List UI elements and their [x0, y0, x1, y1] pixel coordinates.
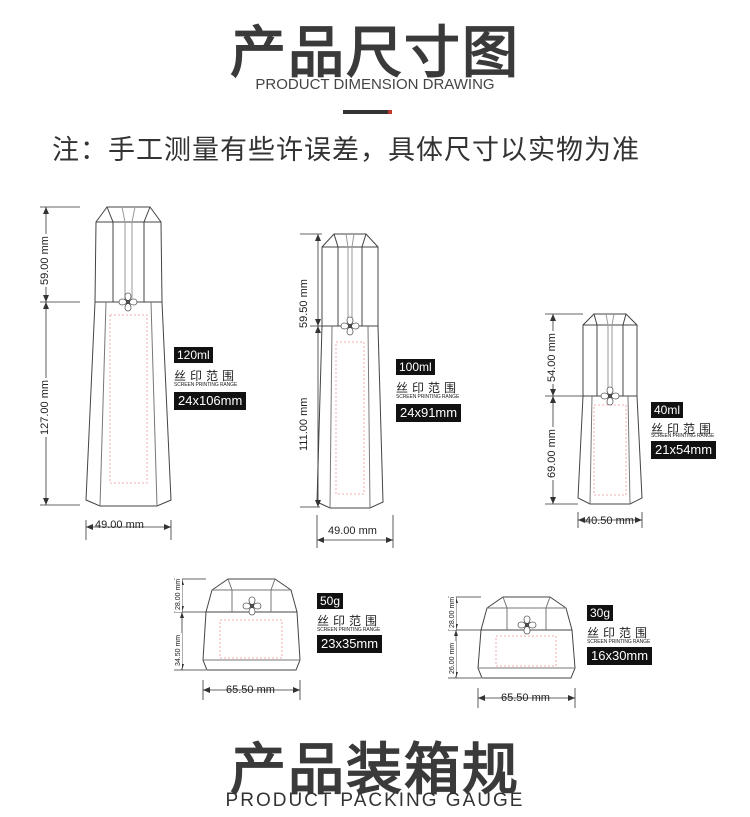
- bottle-40-emblem-icon: [600, 386, 620, 406]
- page-subtitle: PRODUCT DIMENSION DRAWING: [255, 76, 495, 93]
- jar-50-cap-height: 28.00 mm: [175, 576, 182, 612]
- jar-30-print-size: 16x30mm: [587, 647, 653, 665]
- jar-50-print-size: 23x35mm: [317, 635, 383, 653]
- bottle-100-dimension-lines: [300, 233, 394, 548]
- jar-30-emblem-icon: [517, 615, 537, 635]
- jar-50-print-label-en: SCREEN PRINTING RANGE: [317, 627, 381, 633]
- bottle-100-cap-height: 59.50 mm: [298, 277, 310, 330]
- bottle-100-print-label-en: SCREEN PRINTING RANGE: [396, 394, 460, 400]
- title-divider-accent: [388, 110, 392, 114]
- bottle-100-capacity-badge: 100ml: [396, 359, 435, 375]
- bottle-40-cap-height: 54.00 mm: [546, 331, 558, 384]
- bottle-120-body-height: 127.00 mm: [39, 377, 51, 437]
- bottle-100-body-height: 111.00 mm: [298, 395, 310, 453]
- page-title: 产品尺寸图: [230, 21, 520, 86]
- bottle-120-capacity-badge: 120ml: [174, 347, 213, 363]
- measurement-note: 注：手工测量有些许误差，具体尺寸以实物为准: [52, 135, 640, 166]
- bottle-40-print-size: 21x54mm: [651, 441, 717, 459]
- bottle-40-print-label-en: SCREEN PRINTING RANGE: [651, 433, 715, 439]
- bottle-40-dimension-lines: [545, 313, 643, 528]
- bottle-120-print-label-en: SCREEN PRINTING RANGE: [174, 382, 238, 388]
- jar-50-print-label: 丝印范围: [317, 614, 382, 628]
- jar-30-print-label: 丝印范围: [587, 626, 652, 640]
- bottle-100-outline: [316, 233, 384, 509]
- packing-title: 产品装箱规: [230, 738, 520, 803]
- bottle-40-outline: [577, 313, 643, 505]
- jar-30-print-label-en: SCREEN PRINTING RANGE: [587, 639, 651, 645]
- bottle-100-emblem-icon: [340, 316, 360, 336]
- bottle-120-dimension-lines: [40, 206, 172, 540]
- bottle-100-print-label: 丝印范围: [396, 381, 461, 395]
- jar-30-width: 65.50 mm: [501, 692, 550, 704]
- bottle-120-width: 49.00 mm: [95, 519, 144, 531]
- bottle-120-print-size: 24x106mm: [174, 392, 247, 410]
- jar-50-body-height: 34.50 mm: [175, 632, 182, 668]
- bottle-120-cap-height: 59.00 mm: [39, 234, 51, 287]
- bottle-40-body-height: 69.00 mm: [546, 427, 558, 480]
- jar-30-capacity-badge: 30g: [587, 605, 614, 621]
- bottle-120-emblem-icon: [118, 292, 138, 312]
- jar-30-body-height: 26.00 mm: [449, 640, 456, 676]
- bottle-120-outline: [85, 206, 172, 507]
- title-divider: [343, 110, 391, 114]
- jar-30-cap-height: 28.00 mm: [449, 594, 456, 630]
- packing-subtitle: PRODUCT PACKING GAUGE: [225, 790, 525, 811]
- bottle-40-width: 40.50 mm: [585, 515, 634, 527]
- bottle-40-print-label: 丝印范围: [651, 422, 716, 436]
- bottle-100-width: 49.00 mm: [328, 525, 377, 537]
- bottle-120-print-label: 丝印范围: [174, 369, 239, 383]
- jar-50-capacity-badge: 50g: [317, 593, 344, 609]
- jar-30-outline: [477, 596, 576, 679]
- jar-50-width: 65.50 mm: [226, 684, 275, 696]
- jar-50-outline: [202, 578, 301, 671]
- bottle-40-capacity-badge: 40ml: [651, 402, 684, 418]
- jar-50-dimension-lines: [174, 578, 301, 700]
- bottle-100-print-size: 24x91mm: [396, 404, 462, 422]
